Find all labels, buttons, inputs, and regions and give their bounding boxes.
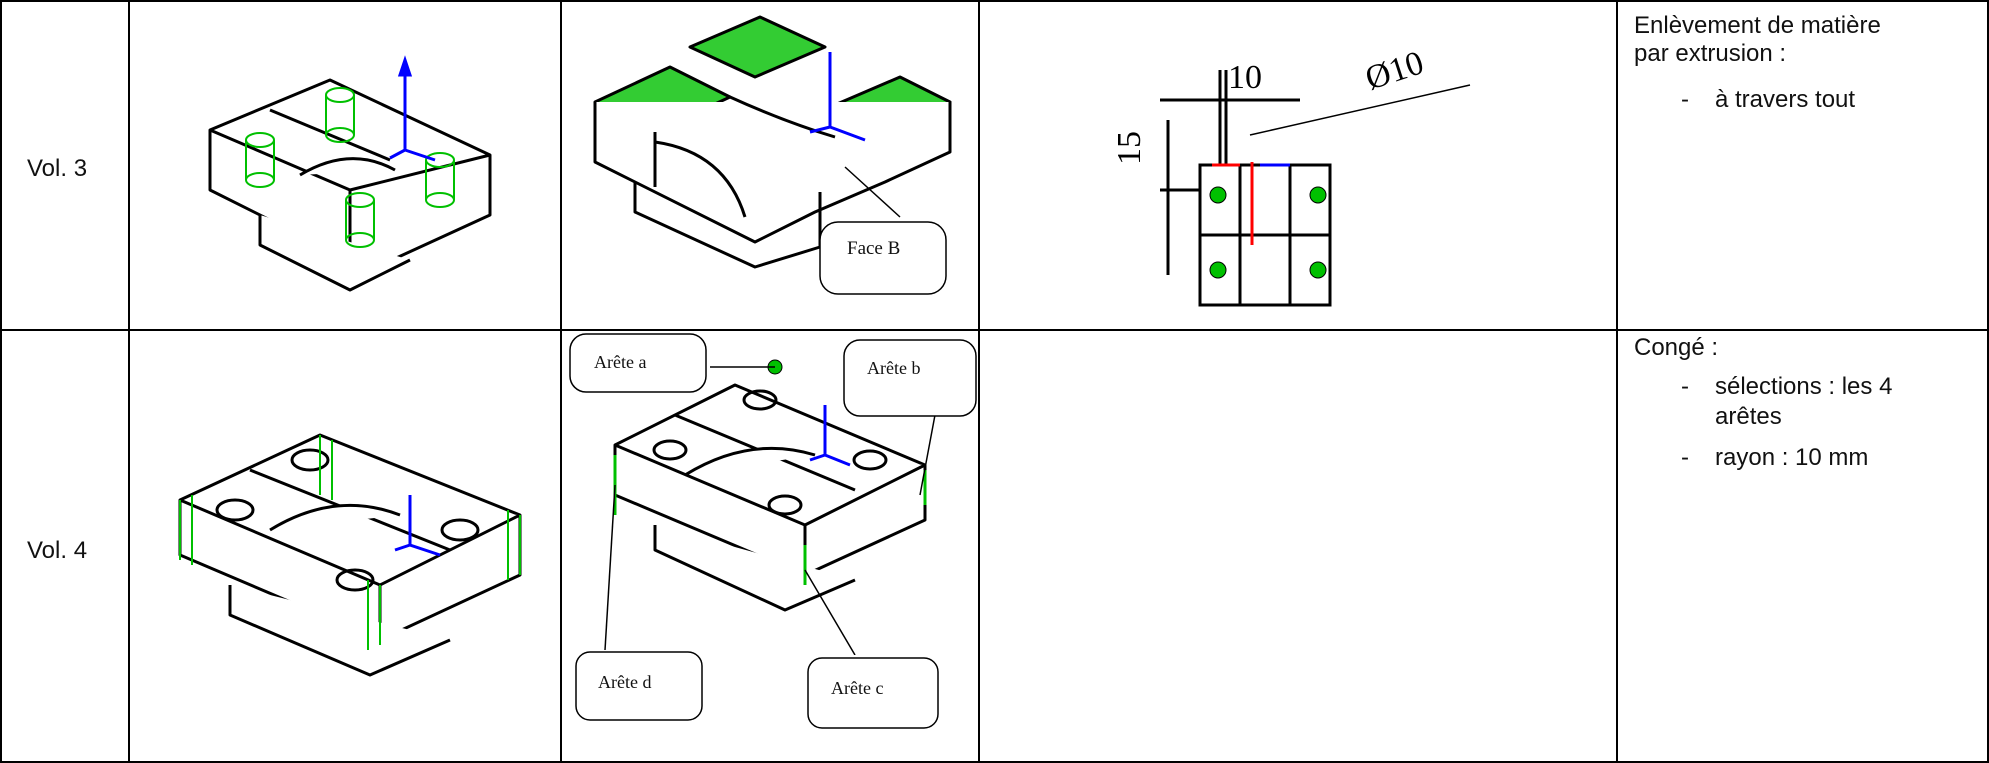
callout-arete-b: Arête b [867,358,921,378]
bullet-dash: - [1681,444,1689,471]
col-divider-2 [560,0,562,763]
callout-bubble-icon [819,221,947,295]
table-border-top [0,0,1989,2]
desc-bullet-1-cont: arêtes [1715,403,1782,430]
callout-bubble-icon [569,333,707,393]
desc-bullet-1: à travers tout [1715,86,1856,113]
callout-arete-c: Arête c [831,678,884,698]
desc-title-line2: par extrusion : [1634,40,1787,67]
desc-bullet-2: rayon : 10 mm [1715,444,1869,471]
desc-title-conge: Congé : [1634,334,1719,361]
col-divider-0 [0,0,2,763]
row-label-vol3: Vol. 3 [27,155,88,182]
col-divider-3 [978,0,980,763]
part-faces-icon [593,15,952,269]
dim-diameter: Ø10 [1361,44,1428,97]
desc-title-line1: Enlèvement de matière [1634,12,1881,39]
part-3d-icon [604,359,936,655]
col-divider-1 [128,0,130,763]
callout-bubble-icon [575,651,703,721]
callout-face-b: Face B [847,238,901,259]
desc-bullet-1: sélections : les 4 [1715,373,1893,400]
callout-bubble-icon [807,657,939,729]
dim-width: 10 [1228,59,1262,96]
part-3d-icon [178,433,522,677]
callout-arete-a: Arête a [594,352,647,372]
bullet-dash: - [1681,373,1689,400]
row-label-vol4: Vol. 4 [27,537,88,564]
callout-bubble-icon [843,339,977,417]
callout-arete-d: Arête d [598,672,652,692]
row-divider [0,329,1989,331]
bullet-dash: - [1681,86,1689,113]
table-border-bottom [0,761,1989,763]
part-3d-icon [208,55,492,292]
col-divider-5 [1987,0,1989,763]
dim-height: 15 [1111,131,1148,165]
col-divider-4 [1616,0,1618,763]
sketch-drawing-icon: 10 15 Ø10 [1111,44,1471,307]
